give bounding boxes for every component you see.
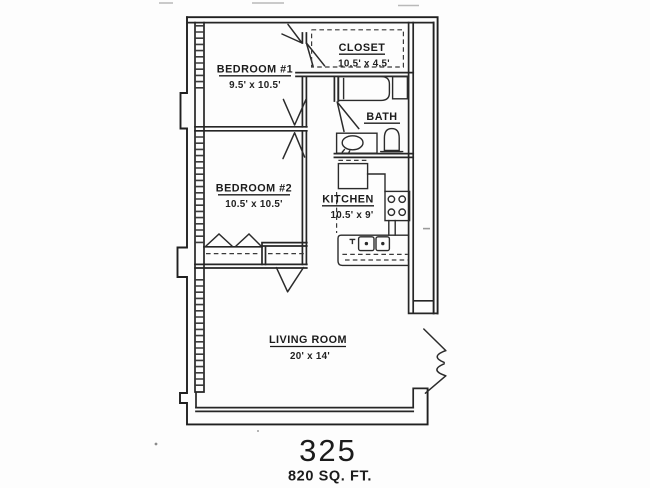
double-sink-icon [349,236,391,252]
bedroom-1-door [281,23,303,44]
toilet-icon [380,127,404,155]
refrigerator-icon [337,159,386,193]
scan-noise [154,2,430,446]
room-label: BEDROOM #1 [217,64,293,76]
room-closet: CLOSET 10.5' x 4.5' [338,42,390,70]
bath-door [336,101,360,133]
room-dims: 9.5' x 10.5' [229,80,281,91]
tub-shelf [391,75,409,100]
room-dims: 10.5' x 9' [330,210,373,221]
room-label: KITCHEN [322,194,374,206]
bathtub-icon [337,75,409,102]
room-bedroom-1: BEDROOM #1 9.5' x 10.5' [217,64,293,92]
room-kitchen: KITCHEN 10.5' x 9' [322,194,374,221]
room-living-room: LIVING ROOM 20' x 14' [269,334,347,362]
room-dims: 10.5' x 10.5' [225,199,283,210]
entry-double-door-icon [412,328,447,409]
range-burners-icon [384,190,411,236]
unit-number: 325 [299,433,357,468]
room-label: BEDROOM #2 [216,183,292,195]
room-label: LIVING ROOM [269,334,347,346]
bifold-closet-doors-icon [205,232,262,247]
bedroom-2-door [282,132,306,160]
bedroom-2-closet [194,232,308,293]
room-bath: BATH [364,111,400,124]
room-label: CLOSET [339,42,386,54]
room-bedroom-2: BEDROOM #2 10.5' x 10.5' [216,183,292,211]
door-swings [281,23,360,160]
hall-closet-door [275,266,305,293]
caption: 325 820 SQ. FT. [288,433,372,485]
area-label: 820 SQ. FT. [288,469,372,485]
sink-icon [335,132,378,155]
room-dims: 20' x 14' [290,351,330,362]
room-label: BATH [366,111,397,123]
counter-return [366,173,386,193]
kitchen-counter [336,192,410,267]
closet-door [305,42,326,67]
room-dims: 10.5' x 4.5' [338,59,390,70]
closet-shelf-icon [311,29,404,68]
exterior-walls [176,16,439,426]
hall-door-upper [282,98,307,126]
